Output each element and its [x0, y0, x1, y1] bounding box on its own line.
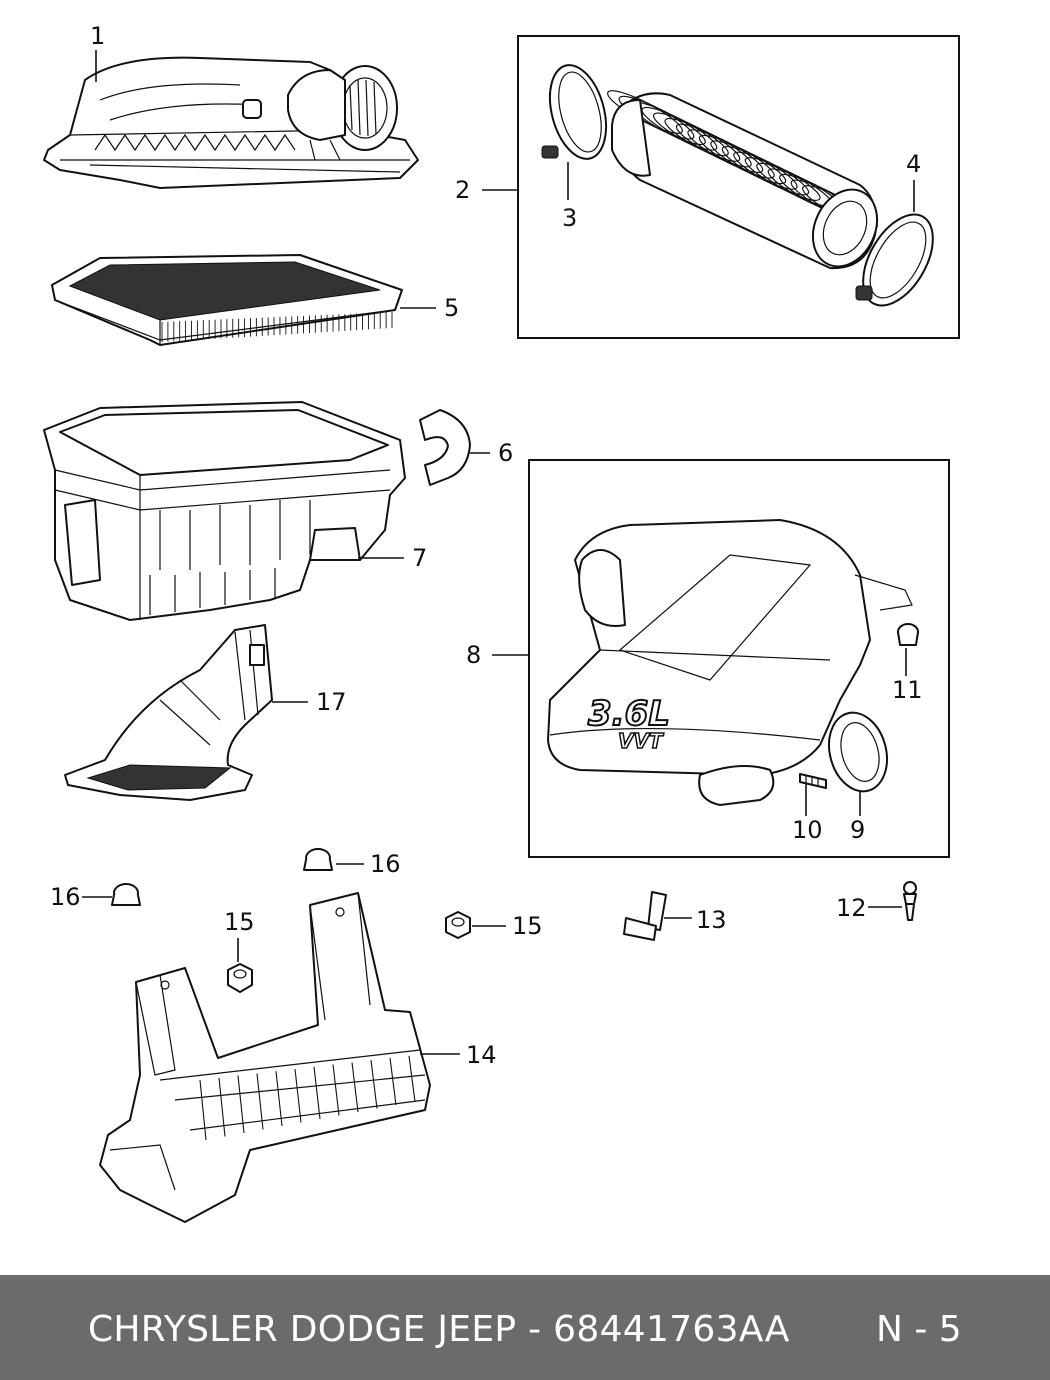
- part-17-inlet-duct: [64, 624, 273, 801]
- part-9-coupler-ring: [828, 711, 888, 793]
- part-8-engine-cover: 3.6L VVT: [547, 519, 913, 806]
- group-box-engine-cover: [528, 459, 950, 858]
- callout-14: 14: [466, 1041, 497, 1069]
- part-4-hose-clamp: [855, 213, 934, 307]
- callout-5: 5: [444, 294, 459, 322]
- part-16-grommet-left: [111, 883, 141, 906]
- part-15-nut-left: [227, 963, 253, 993]
- part-1-air-cleaner-cover: [43, 56, 419, 189]
- part-5-filter-element: [51, 254, 403, 346]
- part-16-grommet-upper: [303, 848, 333, 871]
- callout-7: 7: [412, 544, 427, 572]
- part-11-grommet: [897, 623, 919, 646]
- callout-13: 13: [696, 906, 727, 934]
- callout-16-upper: 16: [370, 850, 401, 878]
- part-6-retaining-clip: [419, 409, 471, 486]
- engine-badge-displacement: 3.6L: [588, 694, 670, 734]
- footer-part-title: CHRYSLER DODGE JEEP - 68441763AA: [88, 1309, 790, 1350]
- callout-10: 10: [792, 816, 823, 844]
- callout-2: 2: [455, 176, 470, 204]
- part-3-hose-clamp: [541, 64, 608, 160]
- part-15-nut-right: [445, 911, 471, 939]
- group-box-hose: [517, 35, 960, 339]
- parts-diagram: 1 5 2 3 4: [43, 22, 960, 1223]
- callout-8: 8: [466, 641, 481, 669]
- engine-badge-tech: VVT: [618, 729, 664, 753]
- callout-6: 6: [498, 439, 513, 467]
- part-13-bolt: [623, 891, 667, 941]
- callout-11: 11: [892, 676, 923, 704]
- part-7-air-cleaner-housing: [43, 401, 406, 621]
- callout-4: 4: [906, 150, 921, 178]
- callout-1: 1: [90, 22, 105, 50]
- callout-15-left: 15: [224, 908, 255, 936]
- callout-16-left: 16: [50, 883, 81, 911]
- part-14-mounting-bracket: [99, 892, 431, 1223]
- callout-9: 9: [850, 816, 865, 844]
- footer-bar: CHRYSLER DODGE JEEP - 68441763AA N - 5: [0, 1275, 1050, 1380]
- callout-15-right: 15: [512, 912, 543, 940]
- callout-12: 12: [836, 894, 867, 922]
- callout-3: 3: [562, 204, 577, 232]
- footer-page-number: N - 5: [876, 1309, 962, 1350]
- part-2-air-hose: [607, 90, 879, 270]
- callout-17: 17: [316, 688, 347, 716]
- part-12-push-pin: [903, 881, 917, 921]
- part-10-stud: [799, 773, 827, 789]
